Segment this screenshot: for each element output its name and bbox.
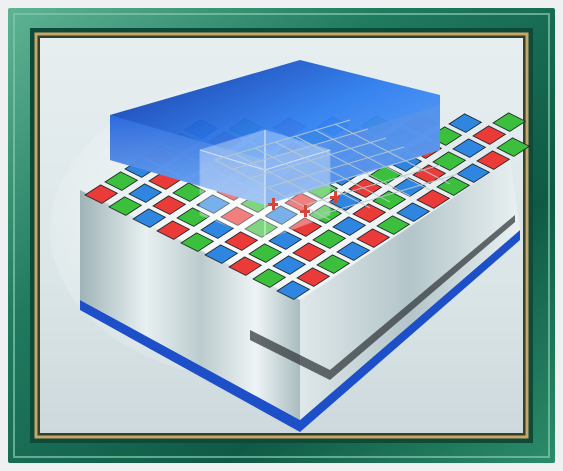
lcd-tft-panel-illustration bbox=[0, 0, 563, 471]
framed-picture bbox=[0, 0, 563, 471]
